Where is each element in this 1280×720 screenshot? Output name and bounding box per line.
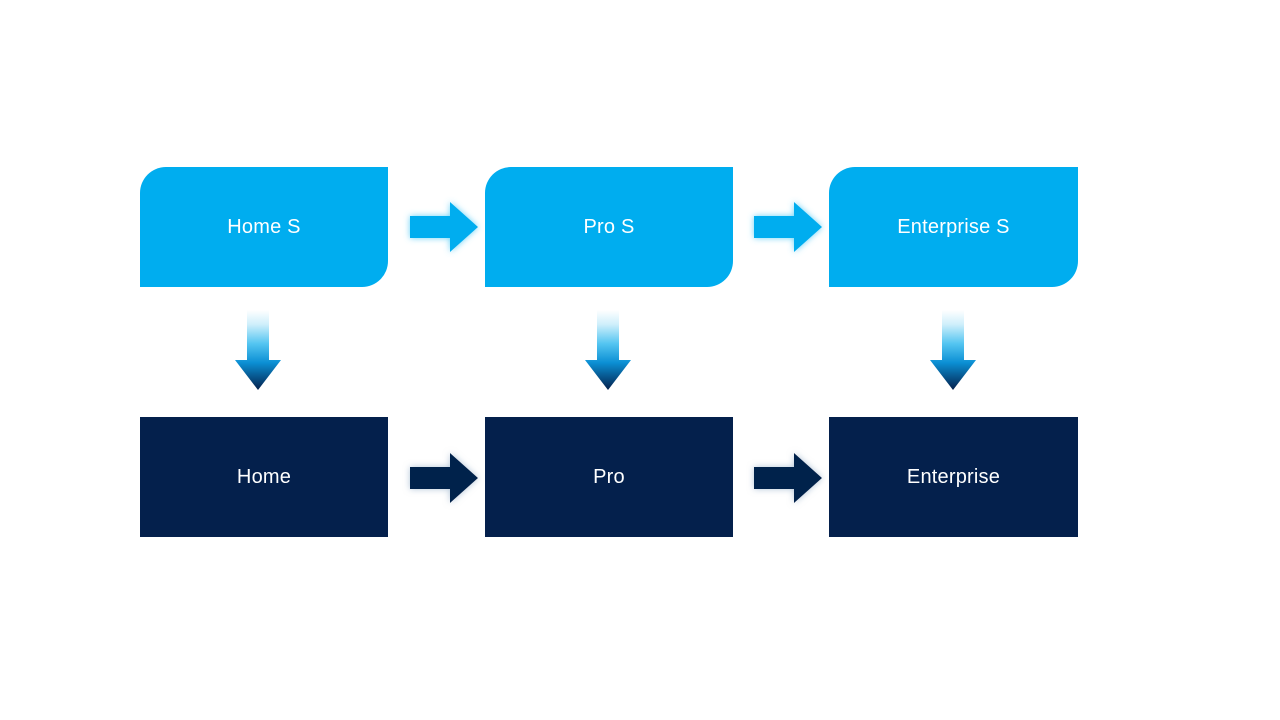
node-label: Pro bbox=[593, 466, 625, 488]
arrow-down-icon bbox=[235, 310, 281, 390]
arrow-right-icon bbox=[410, 453, 478, 503]
node-enterprise-s[interactable]: Enterprise S bbox=[829, 167, 1078, 287]
connector-home-s-to-home bbox=[230, 308, 286, 394]
node-label: Enterprise bbox=[906, 466, 1001, 488]
node-enterprise[interactable]: Enterprise bbox=[829, 417, 1078, 537]
node-home-s[interactable]: Home S bbox=[140, 167, 388, 287]
node-label: Pro S bbox=[583, 216, 635, 238]
connector-enterprise-s-to-enterprise bbox=[925, 308, 981, 394]
connector-pro-s-to-enterprise-s bbox=[748, 196, 828, 258]
node-label: Enterprise S bbox=[897, 216, 1010, 238]
node-pro-s[interactable]: Pro S bbox=[485, 167, 733, 287]
connector-pro-s-to-pro bbox=[580, 308, 636, 394]
node-label: Home S bbox=[227, 216, 301, 238]
arrow-right-icon bbox=[754, 453, 822, 503]
node-label: Home bbox=[236, 466, 292, 488]
node-pro[interactable]: Pro bbox=[485, 417, 733, 537]
arrow-down-icon bbox=[930, 310, 976, 390]
arrow-right-icon bbox=[754, 202, 822, 252]
connector-pro-to-enterprise bbox=[748, 447, 828, 509]
node-home[interactable]: Home bbox=[140, 417, 388, 537]
arrow-right-icon bbox=[410, 202, 478, 252]
arrow-down-icon bbox=[585, 310, 631, 390]
connector-home-s-to-pro-s bbox=[404, 196, 484, 258]
connector-home-to-pro bbox=[404, 447, 484, 509]
